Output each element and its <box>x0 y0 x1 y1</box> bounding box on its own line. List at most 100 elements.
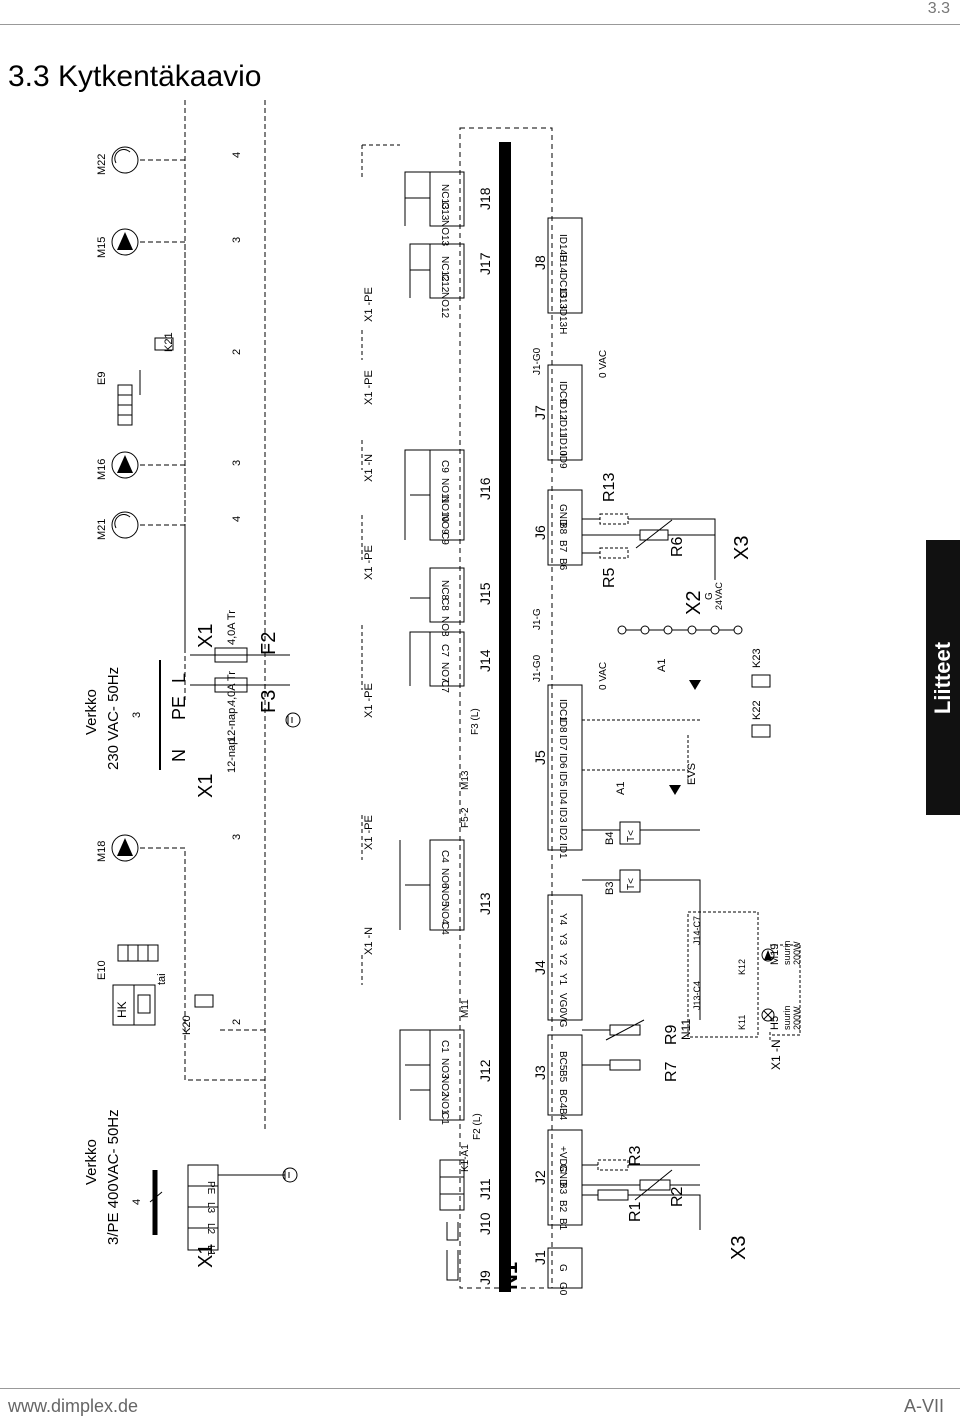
terminal-j15-1: C8 <box>439 598 450 611</box>
x2-label: X2 <box>683 591 705 615</box>
j14c7-label: J14-C7 <box>692 916 702 945</box>
vac0-1: 0 VAC <box>598 662 609 690</box>
x2-24vac: 24VAC <box>714 582 724 610</box>
terminal-j2-1: B2 <box>557 1200 568 1213</box>
x2-terminals <box>617 625 743 635</box>
x1pe-2: X1 -PE <box>363 370 375 405</box>
a1-label-2: A1 <box>656 659 668 672</box>
h5-200w: 200W <box>792 1006 802 1030</box>
terminal-j8-1: ID13 <box>557 288 568 310</box>
terminal-j2-2: B3 <box>557 1182 568 1195</box>
vac0-2: 0 VAC <box>598 350 609 378</box>
terminal-j13-0: C4 <box>439 922 450 935</box>
motor-m22-label: M22 <box>96 154 108 175</box>
r7-label: R7 <box>663 1061 680 1082</box>
terminal-j18-0: NO13 <box>439 220 450 247</box>
wire-count-5: 3 <box>231 237 243 243</box>
terminal-j13-3: NO6 <box>439 868 450 889</box>
r13-label: R13 <box>601 473 618 502</box>
terminal-j7-2: ID11 <box>557 417 568 438</box>
wire-count-1: 3 <box>231 834 243 840</box>
r2-label: R2 <box>669 1186 686 1207</box>
fuse-f3-label: F3 <box>258 690 280 713</box>
heater-e9-label: E9 <box>96 372 108 385</box>
wire-count-2: 4 <box>231 516 243 522</box>
x3-left: X3 <box>728 1236 750 1260</box>
pump-m19 <box>761 948 775 962</box>
terminal-j3-3: BC5 <box>557 1051 568 1071</box>
terminal-j5-2: ID3 <box>557 807 568 823</box>
appendix-tab[interactable]: Liitteet <box>926 540 960 815</box>
motor-m16-label: M16 <box>96 459 108 480</box>
nap-label-1: 12-nap. <box>226 705 238 742</box>
supply-right-spec: 230 VAC- 50Hz <box>105 667 122 770</box>
terminal-j5-0: ID1 <box>557 843 568 859</box>
terminal-j14-0: C7 <box>439 680 450 693</box>
connector-j12: J12 <box>477 1059 493 1082</box>
wire-count-0: 2 <box>231 1019 243 1025</box>
terminal-j5-8: IDC1 <box>557 699 568 722</box>
ground-symbol-right <box>285 712 301 728</box>
motor-m22: M22 <box>96 146 139 175</box>
supply-right-name: Verkko <box>83 689 100 735</box>
terminal-j16-3: NO11 <box>439 478 450 504</box>
supply-left-name: Verkko <box>83 1139 100 1185</box>
r1-label: R1 <box>627 1201 644 1222</box>
evs-label: EVS <box>686 763 698 785</box>
fuse-f2-label: F2 <box>258 632 280 655</box>
connector-j15: J15 <box>477 582 493 605</box>
supply-left-spec: 3/PE 400VAC- 50Hz <box>105 1109 122 1245</box>
x3-right: X3 <box>731 536 753 560</box>
ground-symbol-left <box>218 1167 298 1183</box>
sensor-resistors-left <box>582 1159 701 1230</box>
terminal-j7-1: ID10 <box>557 435 568 457</box>
terminal-j6-1: B7 <box>557 540 568 553</box>
terminal-j8-3: ID14 <box>557 252 568 274</box>
terminal-j16-0: C9 <box>439 532 450 545</box>
connector-j13: J13 <box>477 892 493 915</box>
terminal-j1-0: G0 <box>557 1282 568 1296</box>
j9-j11-blocks <box>439 1159 465 1281</box>
footer-url[interactable]: www.dimplex.de <box>8 1396 139 1416</box>
output-bus-wiring <box>399 171 430 1120</box>
supply-right-wires: 3 <box>131 712 143 718</box>
terminal-j8-0: ID13H <box>557 306 568 334</box>
motor-m18-label: M18 <box>96 841 108 862</box>
page-title: 3.3 Kytkentäkaavio <box>8 60 262 93</box>
heater-e10 <box>117 944 159 962</box>
k12-label: K12 <box>737 959 747 975</box>
x1-pe: PE <box>205 1181 216 1195</box>
terminal-j5-5: ID6 <box>557 753 568 769</box>
terminal-j7-4: IDC9 <box>557 381 568 404</box>
a1-arrow <box>689 680 701 690</box>
terminal-j5-6: ID7 <box>557 735 568 751</box>
thermostats <box>582 821 701 1020</box>
section-number: 3.3 <box>927 0 950 17</box>
terminal-j13-2: NO5 <box>439 886 450 907</box>
motor-m15-label: M15 <box>96 237 108 258</box>
input-terminal-labels: G0GB1B2B3GND+VDCB4BC4B5BC5VGVG0Y1Y2Y3Y4I… <box>557 234 568 1296</box>
connector-j1: J1 <box>532 1250 548 1265</box>
terminal-j4-0: VG <box>557 1013 568 1028</box>
r6-label: R6 <box>669 536 686 557</box>
jg0-1: J1-G0 <box>532 654 543 682</box>
footer-page-number: A-VII <box>903 1396 944 1416</box>
jg-1: J1-G <box>532 608 543 630</box>
jg0-2: J1-G0 <box>532 347 543 375</box>
terminal-j3-2: B5 <box>557 1070 568 1083</box>
connector-j6: J6 <box>532 525 548 540</box>
terminal-blocks-inputs <box>547 217 583 1289</box>
connector-j3: J3 <box>532 1065 548 1080</box>
terminal-j7-0: ID9 <box>557 453 568 469</box>
connector-j17: J17 <box>477 252 493 275</box>
terminal-j6-3: GND <box>557 504 568 526</box>
sensor-resistors-mid <box>582 1019 645 1071</box>
terminal-j4-3: Y2 <box>557 953 568 966</box>
m11-label: M11 <box>460 999 471 1018</box>
sensor-resistors-right <box>582 513 716 580</box>
motor-m18: M18 <box>96 834 139 862</box>
terminal-j5-4: ID5 <box>557 771 568 787</box>
x1-right-label: X1 <box>195 774 217 798</box>
e10-label: E10 <box>96 960 108 980</box>
